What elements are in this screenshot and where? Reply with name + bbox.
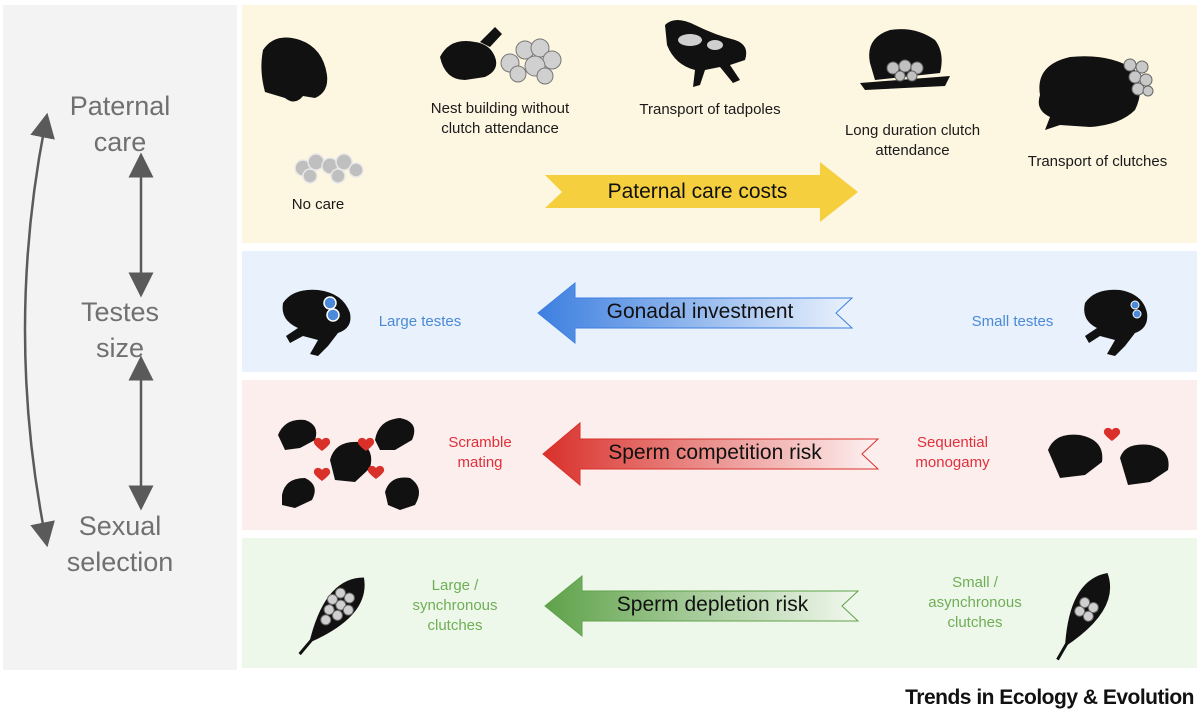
sperm-competition-arrow-icon (542, 421, 880, 487)
curved-double-arrow-icon (23, 112, 55, 548)
sperm-depletion-arrow-icon (544, 574, 860, 638)
large-clutches-line2: synchronous (412, 597, 498, 614)
no-care-label: No care (291, 196, 345, 213)
sexual-selection-line1: Sexual (78, 511, 162, 541)
frog-small-testes-icon (1084, 289, 1148, 356)
scramble-mating-label: Scramble mating (430, 433, 530, 473)
sequential-monogamy-label: Sequential monogamy (895, 433, 1010, 473)
frog-no-care-icon (261, 37, 328, 102)
long-duration-label: Long duration clutch attendance (825, 121, 1000, 161)
leaf-small-clutch-icon (1056, 573, 1111, 661)
leaf-large-clutch-icon (298, 577, 365, 656)
gonadal-investment-text: Gonadal investment (606, 300, 794, 323)
sexual-selection-label: Sexual selection (3, 508, 237, 580)
sequential-line2: monogamy (915, 454, 990, 471)
testes-size-label: Testes size (3, 294, 237, 366)
small-clutches-label: Small / asynchronous clutches (915, 573, 1035, 633)
frogs-monogamy-icon (1048, 434, 1169, 485)
large-testes-label: Large testes (378, 313, 462, 330)
heart-monogamy-icon (1103, 427, 1121, 441)
toad-clutch-transport-icon (1038, 56, 1154, 130)
frog-tadpole-transport-icon (665, 20, 747, 87)
nest-building-label: Nest building without clutch attendance (405, 99, 595, 139)
egg-mass-nest-icon (500, 38, 562, 85)
small-testes-label: Small testes (971, 313, 1054, 330)
transport-clutches-label: Transport of clutches (1027, 153, 1168, 170)
scramble-line2: mating (457, 454, 503, 471)
small-clutches-line1: Small / (952, 574, 998, 591)
small-clutches-line2: asynchronous (928, 594, 1022, 611)
small-clutches-line3: clutches (947, 614, 1003, 631)
scramble-line1: Scramble (448, 434, 512, 451)
transport-tadpoles-label: Transport of tadpoles (639, 101, 781, 118)
eggs-no-care-icon (294, 153, 364, 184)
long-duration-line2: attendance (875, 142, 950, 159)
paternal-care-line1: Paternal (69, 91, 171, 121)
large-clutches-line1: Large / (431, 577, 479, 594)
sperm-competition-text: Sperm competition risk (608, 441, 822, 464)
frog-clutch-attendance-icon (860, 29, 950, 90)
sequential-line1: Sequential (917, 434, 988, 451)
nest-building-line2: clutch attendance (441, 120, 559, 137)
hearts-scramble-icon (313, 437, 385, 481)
frogs-scramble-icon (278, 418, 419, 510)
testes-size-line1: Testes (80, 297, 160, 327)
sexual-selection-line2: selection (66, 547, 174, 577)
paternal-care-line2: care (93, 127, 147, 157)
nest-building-line1: Nest building without (430, 100, 570, 117)
paternal-care-costs-arrow-icon (545, 162, 858, 222)
paternal-care-label: Paternal care (3, 88, 237, 160)
large-clutches-label: Large / synchronous clutches (400, 576, 510, 636)
journal-footer: Trends in Ecology & Evolution (905, 686, 1194, 709)
sperm-depletion-text: Sperm depletion risk (616, 593, 809, 616)
large-clutches-line3: clutches (427, 617, 483, 634)
long-duration-line1: Long duration clutch (844, 122, 981, 139)
gonadal-investment-arrow-icon (537, 281, 854, 345)
paternal-care-costs-text: Paternal care costs (607, 180, 788, 203)
frog-nest-building-icon (440, 27, 502, 80)
frog-large-testes-icon (282, 289, 351, 356)
